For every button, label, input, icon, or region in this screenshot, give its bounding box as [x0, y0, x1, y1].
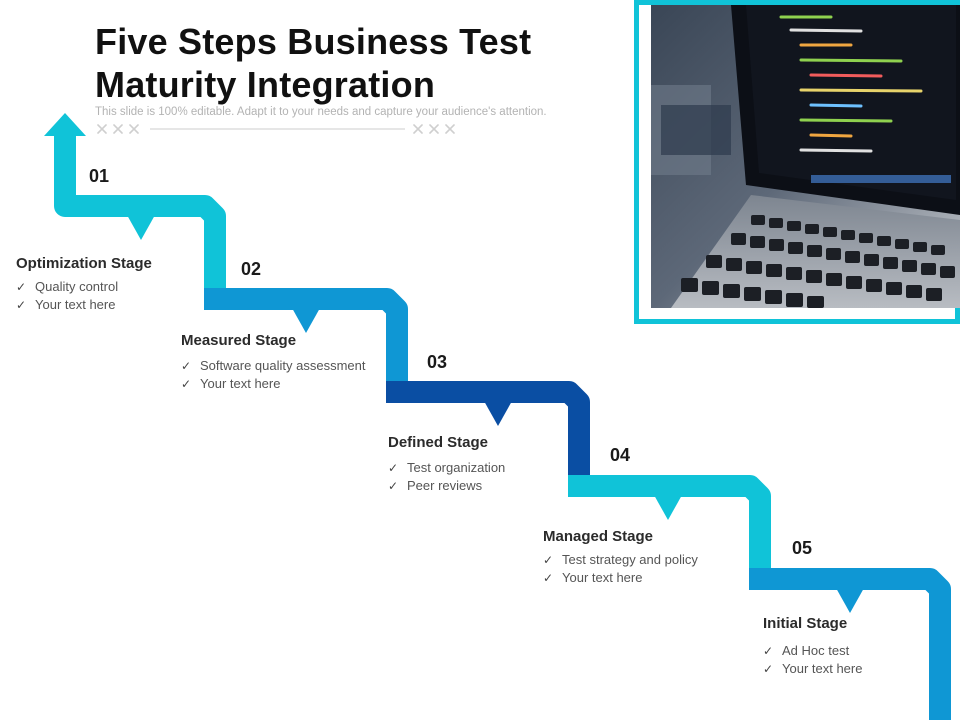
- check-icon: ✓: [388, 479, 399, 493]
- list-item: ✓Ad Hoc test: [763, 643, 850, 658]
- step-3-path: [386, 381, 590, 486]
- check-icon: ✓: [16, 280, 27, 294]
- list-item: ✓Your text here: [543, 570, 643, 585]
- step-2-list: ✓Software quality assessment ✓Your text …: [181, 357, 365, 393]
- title-divider: [97, 124, 455, 134]
- step-3-list: ✓Test organization ✓Peer reviews: [388, 459, 505, 495]
- step-2-path: [204, 288, 408, 391]
- step-5-pointer: [836, 588, 864, 613]
- page-title: Five Steps Business Test Maturity Integr…: [95, 21, 532, 105]
- check-icon: ✓: [181, 359, 192, 373]
- step-1-path: [54, 135, 226, 298]
- step-4-pointer: [654, 495, 682, 520]
- list-item: ✓Your text here: [181, 376, 281, 391]
- step-4-path: [568, 475, 771, 578]
- step-5-list: ✓Ad Hoc test ✓Your text here: [763, 642, 862, 678]
- step-1-title: Optimization Stage: [16, 255, 152, 272]
- step-5-number: 05: [792, 538, 813, 558]
- list-item: ✓Peer reviews: [388, 478, 483, 493]
- step-4-number: 04: [610, 445, 631, 465]
- step-4-title: Managed Stage: [543, 528, 654, 545]
- check-icon: ✓: [763, 662, 774, 676]
- step-2-number: 02: [241, 259, 262, 279]
- step-3-pointer: [484, 401, 512, 426]
- check-icon: ✓: [16, 298, 27, 312]
- list-item: ✓Quality control: [16, 279, 119, 294]
- step-2-title: Measured Stage: [181, 332, 297, 349]
- list-item: ✓Test organization: [388, 460, 506, 475]
- list-item: ✓Software quality assessment: [181, 358, 366, 373]
- list-item: ✓Your text here: [16, 297, 116, 312]
- step-1-list: ✓Quality control ✓Your text here: [16, 278, 118, 314]
- up-arrow-head: [44, 113, 86, 136]
- step-5-path: [749, 568, 951, 720]
- laptop-photo: [651, 5, 960, 308]
- check-icon: ✓: [543, 553, 554, 567]
- list-item: ✓Your text here: [763, 661, 863, 676]
- check-icon: ✓: [543, 571, 554, 585]
- step-2-pointer: [292, 308, 320, 333]
- check-icon: ✓: [763, 644, 774, 658]
- step-3-title: Defined Stage: [388, 434, 489, 451]
- check-icon: ✓: [388, 461, 399, 475]
- step-1-number: 01: [89, 166, 110, 186]
- step-1-pointer: [127, 215, 155, 240]
- check-icon: ✓: [181, 377, 192, 391]
- list-item: ✓Test strategy and policy: [543, 552, 698, 567]
- step-4-list: ✓Test strategy and policy ✓Your text her…: [543, 551, 698, 587]
- photo-frame: [634, 0, 960, 324]
- step-3-number: 03: [427, 352, 448, 372]
- page-subtitle: This slide is 100% editable. Adapt it to…: [95, 106, 547, 118]
- step-5-title: Initial Stage: [763, 615, 848, 632]
